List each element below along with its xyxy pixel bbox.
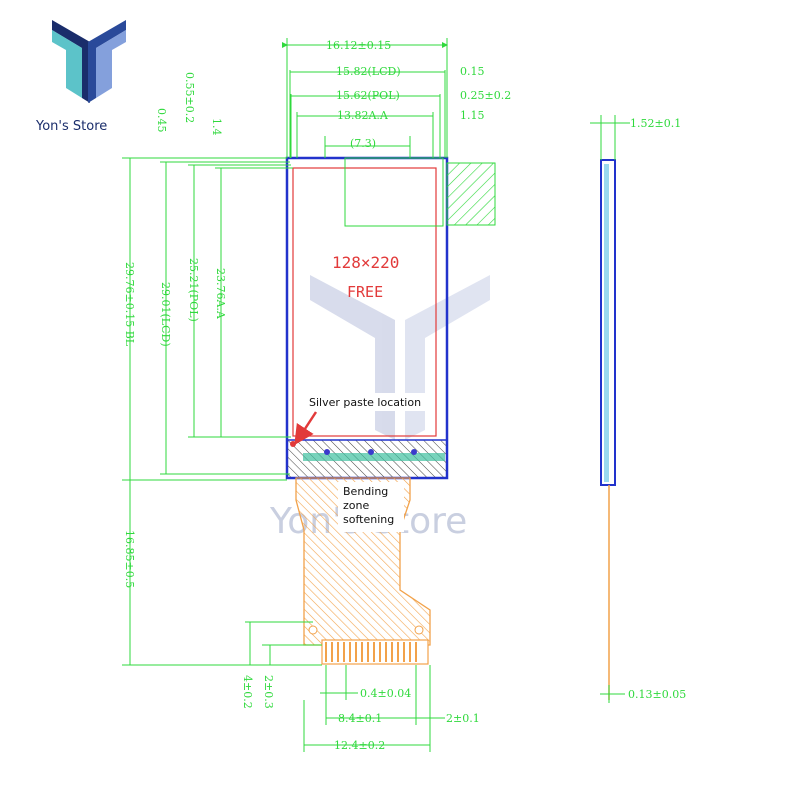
dim-ic-width: (7.3) xyxy=(350,137,376,150)
left-dimension-lines xyxy=(122,157,322,666)
hatched-tab xyxy=(446,162,496,226)
via-dot xyxy=(324,449,330,455)
silver-paste-callout: Silver paste location xyxy=(309,396,421,409)
via-dot xyxy=(411,449,417,455)
resolution-label: 128×220 xyxy=(332,253,399,272)
silver-paste-dot xyxy=(290,441,296,447)
dim-fpc-width: 12.4±0.2 xyxy=(334,739,385,752)
dim-pin-span: 8.4±0.1 xyxy=(338,712,382,725)
callout-bg xyxy=(306,393,428,411)
watermark-logo-icon xyxy=(310,275,490,440)
thickness-dimension-lines xyxy=(590,115,630,703)
fpc-hole xyxy=(308,625,318,635)
fpc-hole xyxy=(414,625,424,635)
store-logo-icon xyxy=(52,20,126,103)
dim-aa-offset: 1.15 xyxy=(460,109,485,122)
dim-fpc-length: 16.85±0.5 xyxy=(123,530,136,588)
bending-callout-line3: softening xyxy=(343,513,394,526)
dim-lcd-offset: 0.15 xyxy=(460,65,485,78)
bending-callout-line2: zone xyxy=(343,499,369,512)
dim-height-bl: 29.76±0.15 BL xyxy=(123,262,136,347)
bottom-dimension-lines xyxy=(303,665,445,752)
dim-offset-14: 1.4 xyxy=(210,118,223,136)
dim-pin-pitch: 0.4±0.04 xyxy=(360,687,411,700)
dim-lcd-width: 15.82(LCD) xyxy=(336,65,401,78)
store-name: Yon's Store xyxy=(35,119,107,134)
side-view-glass xyxy=(604,164,609,482)
top-dimension-lines xyxy=(282,38,448,158)
dim-outline-width: 16.12±0.15 xyxy=(326,39,391,52)
via-dot xyxy=(368,449,374,455)
ic-window xyxy=(344,157,444,227)
bending-callout-line1: Bending xyxy=(343,485,388,498)
dim-offset-045: 0.45 xyxy=(155,108,168,133)
dim-pol-offset: 0.25±0.2 xyxy=(460,89,511,102)
bending-callout-bg xyxy=(338,482,404,532)
dim-thickness: 1.52±0.1 xyxy=(630,117,681,130)
dim-tail-length: 4±0.2 xyxy=(241,675,254,709)
side-view-outline xyxy=(600,159,616,486)
dim-offset-055: 0.55±0.2 xyxy=(183,72,196,123)
dim-pol-width: 15.62(POL) xyxy=(336,89,400,102)
connector-strip xyxy=(303,453,445,461)
dim-height-pol: 25.21(POL) xyxy=(187,258,200,322)
status-label: FREE xyxy=(347,283,383,301)
dim-aa-width: 13.82A.A xyxy=(337,109,389,122)
dim-height-aa: 23.76A.A xyxy=(214,268,227,320)
dim-height-lcd: 29.01(LCD) xyxy=(159,282,172,347)
dim-fpc-thickness: 0.13±0.05 xyxy=(628,688,686,701)
active-area xyxy=(292,167,437,437)
dim-pin-edge: 2±0.1 xyxy=(446,712,480,725)
fpc-pins xyxy=(325,642,417,662)
dim-hole-offset: 2±0.3 xyxy=(262,675,275,709)
callout-arrow xyxy=(294,411,318,446)
